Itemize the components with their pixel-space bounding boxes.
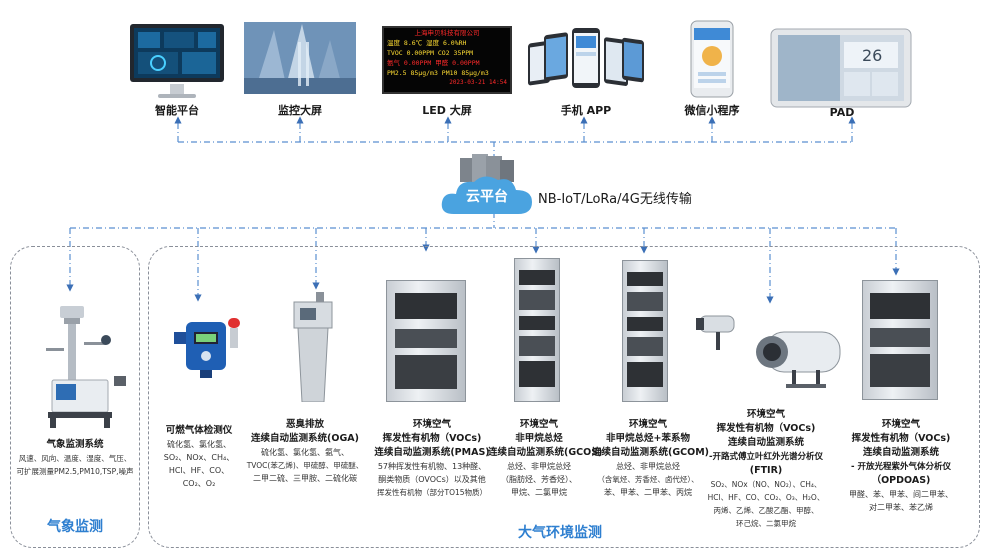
gas-detector-icon [172,314,246,380]
weather-device-title: 气象监测系统 [46,439,104,450]
device-3-desc-2: 甲烷、二氯甲烷 [511,488,567,497]
mini-program-device [690,20,734,98]
weather-panel-title: 气象监测 [47,519,103,535]
pad-device: 26 [770,28,912,108]
device-0-title-0: 可燃气体检测仪 [165,425,233,436]
weather-device-text: 气象监测系统 风速、风向、温度、湿度、气压、 可扩展测量PM2.5,PM10,T… [12,438,138,478]
device-1-title-1: 连续自动监测系统(OGA) [251,433,359,444]
device-3-title-0: 环境空气 [519,419,558,430]
cloud-label: 云平台 [466,189,508,205]
device-2-desc-1: 酮类物质（OVOCs）以及其他 [378,475,486,484]
mini-program-icon [690,20,734,98]
device-1-desc-0: 硫化氢、氯化氢、氨气、 [261,448,349,457]
monitor-screen-device [244,22,356,94]
device-0-desc-1: SO₂、NOx、CH₄、 [163,453,235,462]
device-6-title-2: 连续自动监测系统 [862,447,939,458]
weather-panel [10,246,140,548]
weather-device-desc-0: 风速、风向、温度、湿度、气压、 [18,454,132,463]
device-1-desc-1: TVOC(苯乙烯)、甲硫醇、甲硫醚、 [246,461,364,470]
device-3-desc-1: （脂肪烃、芳香烃）、 [501,475,577,484]
device-5-desc-0: SO₂、NOx（NO、NO₂）、CH₄、 [710,480,822,489]
weather-device-desc-1: 可扩展测量PM2.5,PM10,TSP,噪声 [16,467,134,476]
device-5-desc-1: HCl、HF、CO、CO₂、O₃、H₂O、 [707,493,825,502]
device-2-desc-0: 57种挥发性有机物、13种醛、 [377,462,487,471]
device-5-desc-2: 丙烯、乙烯、乙酸乙酯、甲醇、 [713,506,819,515]
device-0-desc-3: CO₂、O₂ [182,479,216,488]
device-text-6: 环境空气 挥发性有机物（VOCs) 连续自动监测系统 - 开放光程紫外气体分析仪… [836,418,966,514]
led-row-3: 氨气 0.00PPM 甲醛 0.00PPM [387,59,480,67]
device-0-desc-0: 硫化氢、氯化氢、 [167,440,231,449]
ftir-analyzer-icon [696,308,848,404]
device-text-4: 环境空气 非甲烷总烃+苯系物 连续自动监测系统(GCOM) 总烃、非甲烷总烃 （… [592,418,709,499]
device-2-title-1: 挥发性有机物（VOCs) [382,433,482,444]
device-5-title-0: 环境空气 [746,409,785,420]
led-row-0: 上海申贝科技有限公司 [414,29,480,37]
device-6-desc-1: 对二甲苯、苯乙烯 [869,503,933,512]
server-rack-icon [458,152,518,182]
top-device-label-0: 智能平台 [155,104,199,117]
led-board-device: 上海申贝科技有限公司 温度 8.6℃ 湿度 6.0%RH TVOC 0.00PP… [382,26,512,94]
device-3-desc-0: 总烃、非甲烷总烃 [507,462,571,471]
device-4-title-1: 非甲烷总烃+苯系物 [606,433,690,444]
led-row-2: TVOC 0.00PPM CO2 35PPM [387,49,474,57]
device-4-desc-2: 苯、甲苯、二甲苯、丙烷 [604,488,692,497]
phones-icon [528,28,644,88]
device-2-desc-2: 挥发性有机物（部分TO15物质） [376,488,488,497]
device-1-title-0: 恶臭排放 [285,419,324,430]
opdoas-cabinet-icon [862,280,938,400]
device-6-title-4: （OPDOAS) [871,475,931,486]
device-3-title-1: 非甲烷总烃 [515,433,563,444]
device-text-1: 恶臭排放 连续自动监测系统(OGA) 硫化氢、氯化氢、氨气、 TVOC(苯乙烯)… [244,418,366,485]
oga-cabinet-icon [290,292,336,403]
cloud-icon [440,172,534,216]
device-text-3: 环境空气 非甲烷总烃 连续自动监测系统(GCOS) 总烃、非甲烷总烃 （脂肪烃、… [488,418,603,499]
led-row-4: PM2.5 85μg/m3 PM10 85μg/m3 [387,69,489,77]
device-5-desc-3: 环己烷、二氯甲烷 [736,519,796,528]
pmas-cabinet-icon [386,280,466,402]
top-device-label-4: 微信小程序 [684,104,740,117]
device-5-title-3: -开路式傅立叶红外光谱分析仪 [708,452,824,462]
top-device-label-2: LED 大屏 [422,104,472,117]
led-row-5: 2023-03-21 14:54 [449,79,507,86]
top-device-label-3: 手机 APP [560,104,612,117]
gcom-cabinet-icon [622,260,668,402]
device-6-title-1: 挥发性有机物（VOCs) [851,433,951,444]
phones-device [526,24,646,96]
device-text-0: 可燃气体检测仪 硫化氢、氯化氢、 SO₂、NOx、CH₄、 HCl、HF、CO、… [156,424,242,490]
device-5-title-4: (FTIR) [749,465,783,476]
device-6-desc-0: 甲醛、苯、甲苯、间二甲苯、 [849,490,953,499]
led-row-1: 温度 8.6℃ 湿度 6.0%RH [387,39,467,47]
tablet-icon [770,28,912,108]
weather-station-icon [40,300,130,430]
device-0-desc-2: HCl、HF、CO、 [168,466,230,475]
device-text-2: 环境空气 挥发性有机物（VOCs) 连续自动监测系统(PMAS) 57种挥发性有… [366,418,498,499]
device-6-title-3: - 开放光程紫外气体分析仪 [851,462,951,472]
pad-value: 26 [862,46,883,65]
device-2-title-2: 连续自动监测系统(PMAS) [374,447,490,458]
monitor-icon [130,24,224,98]
device-5-title-1: 挥发性有机物（VOCs) [716,423,816,434]
device-5-title-2: 连续自动监测系统 [727,437,804,448]
air-panel-title: 大气环境监测 [518,525,602,541]
device-4-title-0: 环境空气 [628,419,667,430]
transmission-label: NB-IoT/LoRa/4G无线传输 [538,192,692,207]
device-4-desc-1: （含氧烃、芳香烃、卤代烃）、 [597,475,699,484]
device-6-title-0: 环境空气 [881,419,920,430]
gcos-cabinet-icon [514,258,560,402]
device-3-title-2: 连续自动监测系统(GCOS) [488,447,603,458]
top-device-label-1: 监控大屏 [278,104,322,117]
air-panel [148,246,980,548]
device-1-desc-2: 二甲二硫、三甲胺、二硫化碳 [253,474,357,483]
top-device-label-5: PAD [829,106,855,119]
smart-platform-device [128,22,226,102]
device-2-title-0: 环境空气 [412,419,451,430]
building-screen-icon [244,22,356,94]
device-4-desc-0: 总烃、非甲烷总烃 [616,462,680,471]
device-4-title-2: 连续自动监测系统(GCOM) [592,447,709,458]
device-text-5: 环境空气 挥发性有机物（VOCs) 连续自动监测系统 -开路式傅立叶红外光谱分析… [700,408,832,530]
